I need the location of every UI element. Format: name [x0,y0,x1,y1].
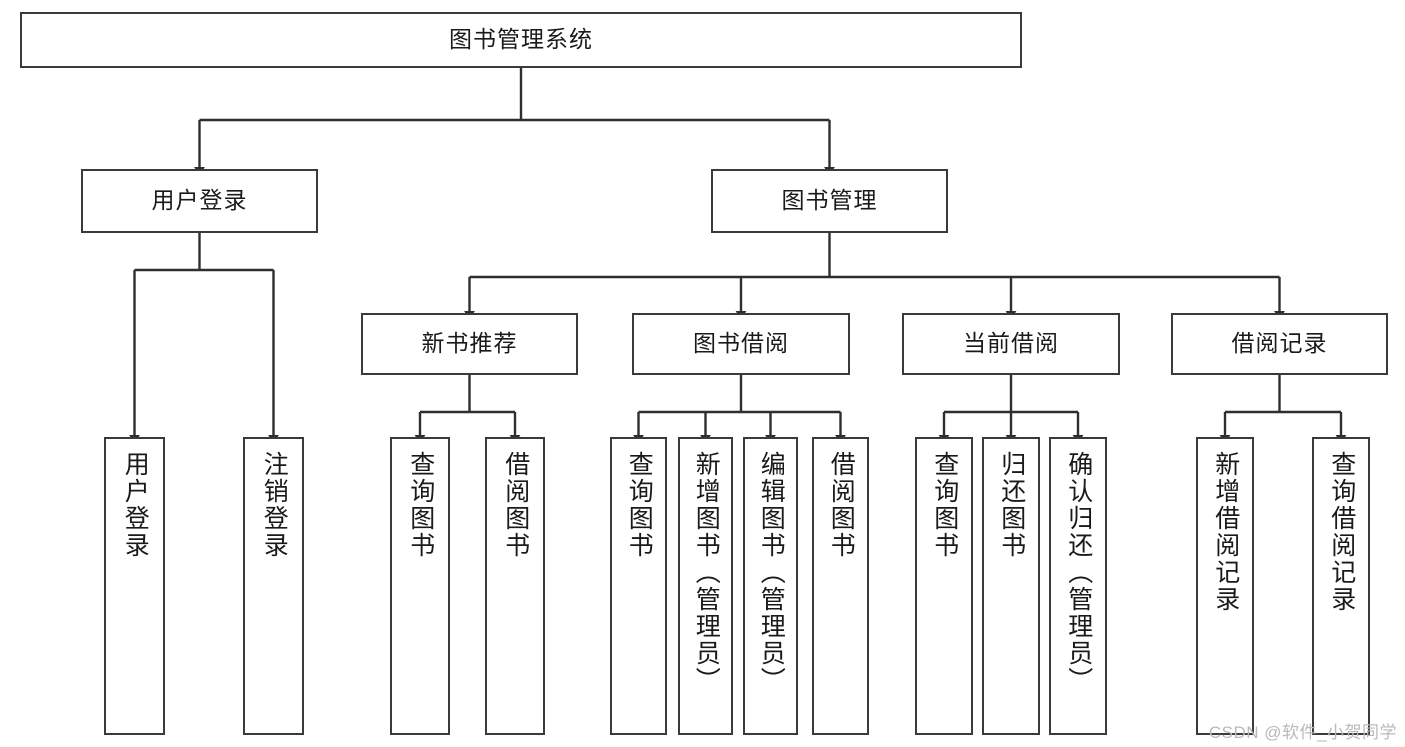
node-label: 借阅图书 [501,451,530,559]
leaf-add-borrow-record[interactable]: 新增借阅记录 [1196,437,1254,735]
node-root[interactable]: 图书管理系统 [20,12,1022,68]
node-label: 新增图书（管理员） [692,451,721,694]
node-label: 编辑图书（管理员） [757,451,786,694]
node-borrow-record[interactable]: 借阅记录 [1171,313,1388,375]
node-current-borrow[interactable]: 当前借阅 [902,313,1120,375]
node-user-login-module[interactable]: 用户登录 [81,169,318,233]
node-book-borrow[interactable]: 图书借阅 [632,313,850,375]
node-label: 查询图书 [930,451,959,559]
node-label: 确认归还（管理员） [1064,451,1093,694]
node-label: 新书推荐 [421,330,518,357]
leaf-query-book-recommend[interactable]: 查询图书 [390,437,450,735]
leaf-query-book-current[interactable]: 查询图书 [915,437,973,735]
node-label: 查询图书 [625,451,654,559]
leaf-borrow-book-recommend[interactable]: 借阅图书 [485,437,545,735]
watermark: CSDN @软件_小贺同学 [1208,723,1397,742]
leaf-add-book-admin[interactable]: 新增图书（管理员） [678,437,733,735]
node-book-management-module[interactable]: 图书管理 [711,169,948,233]
leaf-logout[interactable]: 注销登录 [243,437,304,735]
node-label: 借阅记录 [1231,330,1328,357]
node-label: 新增借阅记录 [1211,451,1240,613]
leaf-return-book[interactable]: 归还图书 [982,437,1040,735]
node-label: 用户登录 [121,451,150,559]
node-label: 图书管理 [781,187,878,214]
node-label: 借阅图书 [827,451,856,559]
leaf-edit-book-admin[interactable]: 编辑图书（管理员） [743,437,798,735]
leaf-query-borrow-record[interactable]: 查询借阅记录 [1312,437,1370,735]
node-label: 用户登录 [151,187,248,214]
leaf-confirm-return-admin[interactable]: 确认归还（管理员） [1049,437,1107,735]
leaf-user-login[interactable]: 用户登录 [104,437,165,735]
node-label: 图书管理系统 [449,26,593,53]
node-label: 查询借阅记录 [1327,451,1356,613]
node-label: 当前借阅 [963,330,1059,357]
node-new-book-recommend[interactable]: 新书推荐 [361,313,578,375]
node-label: 注销登录 [260,451,289,559]
leaf-query-book-borrow[interactable]: 查询图书 [610,437,667,735]
node-label: 图书借阅 [693,330,789,357]
leaf-borrow-book[interactable]: 借阅图书 [812,437,869,735]
node-label: 查询图书 [406,451,435,559]
node-label: 归还图书 [997,451,1026,559]
